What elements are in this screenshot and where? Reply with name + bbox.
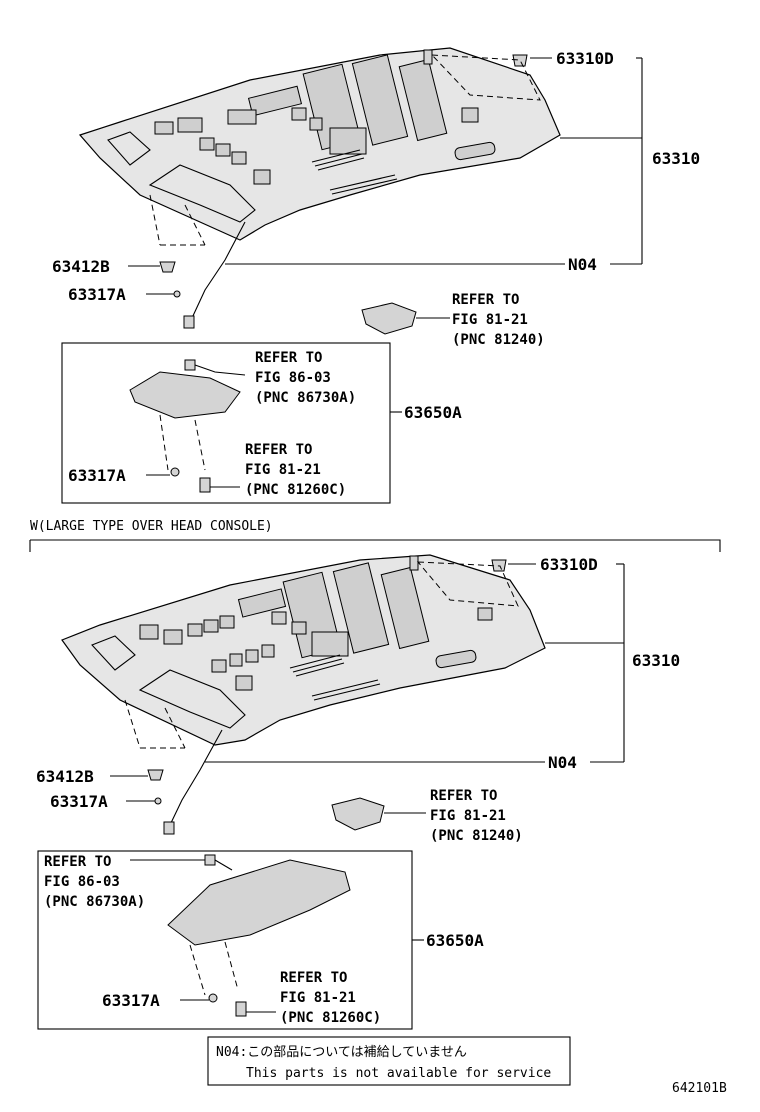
part-63310d-lower: 63310D <box>540 555 598 574</box>
part-63317a-lower-2: 63317A <box>102 991 160 1010</box>
map-lamp-upper <box>361 302 417 335</box>
ref-lamp-lower-1: REFER TO <box>430 788 497 804</box>
section-bracket <box>29 539 721 552</box>
note-box <box>207 1036 571 1086</box>
console-box-upper <box>61 342 391 504</box>
ref-lamp-upper-2: FIG 81-21 <box>452 312 528 328</box>
ref-console-lower-3: (PNC 86730A) <box>44 894 145 910</box>
part-63317a-lower-1: 63317A <box>50 792 108 811</box>
ref-bulb-lower-1: REFER TO <box>280 970 347 986</box>
leaders-upper <box>128 57 643 319</box>
ref-console-upper-2: FIG 86-03 <box>255 370 331 386</box>
part-n04-lower: N04 <box>548 753 577 772</box>
part-n04-upper: N04 <box>568 255 597 274</box>
ref-console-upper-3: (PNC 86730A) <box>255 390 356 406</box>
ref-lamp-lower-2: FIG 81-21 <box>430 808 506 824</box>
ref-console-lower-1: REFER TO <box>44 854 111 870</box>
part-63317a-upper-2: 63317A <box>68 466 126 485</box>
figure-code: 642101B <box>672 1081 727 1096</box>
ref-bulb-lower-3: (PNC 81260C) <box>280 1010 381 1026</box>
labels-upper: 63310D 63310 N04 63412B 63317A 63650A 63… <box>52 49 700 498</box>
ref-bulb-upper-1: REFER TO <box>245 442 312 458</box>
part-63650a-upper: 63650A <box>404 403 462 422</box>
ref-lamp-upper-3: (PNC 81240) <box>452 332 545 348</box>
part-63650a-lower: 63650A <box>426 931 484 950</box>
map-lamp-lower <box>331 797 385 831</box>
note-line-japanese: N04:この部品については補給していません <box>216 1045 467 1060</box>
headliner-lower <box>61 554 546 835</box>
overhead-console-lower <box>130 854 351 1017</box>
ref-bulb-lower-2: FIG 81-21 <box>280 990 356 1006</box>
part-63310-upper: 63310 <box>652 149 700 168</box>
labels-lower: 63310D 63310 N04 63412B 63317A 63650A 63… <box>36 555 680 1026</box>
ref-lamp-lower-3: (PNC 81240) <box>430 828 523 844</box>
leaders-lower <box>110 563 625 814</box>
overhead-console-upper <box>129 359 246 493</box>
section-title: W(LARGE TYPE OVER HEAD CONSOLE) <box>30 519 273 534</box>
part-63310-lower: 63310 <box>632 651 680 670</box>
ref-lamp-upper-1: REFER TO <box>452 292 519 308</box>
part-63317a-upper-1: 63317A <box>68 285 126 304</box>
ref-bulb-upper-2: FIG 81-21 <box>245 462 321 478</box>
part-63310d-upper: 63310D <box>556 49 614 68</box>
ref-console-lower-2: FIG 86-03 <box>44 874 120 890</box>
part-63412b-lower: 63412B <box>36 767 94 786</box>
ref-bulb-upper-3: (PNC 81260C) <box>245 482 346 498</box>
part-63412b-upper: 63412B <box>52 257 110 276</box>
ref-console-upper-1: REFER TO <box>255 350 322 366</box>
headliner-upper <box>78 47 561 329</box>
note-line-english: This parts is not available for service <box>246 1066 551 1081</box>
